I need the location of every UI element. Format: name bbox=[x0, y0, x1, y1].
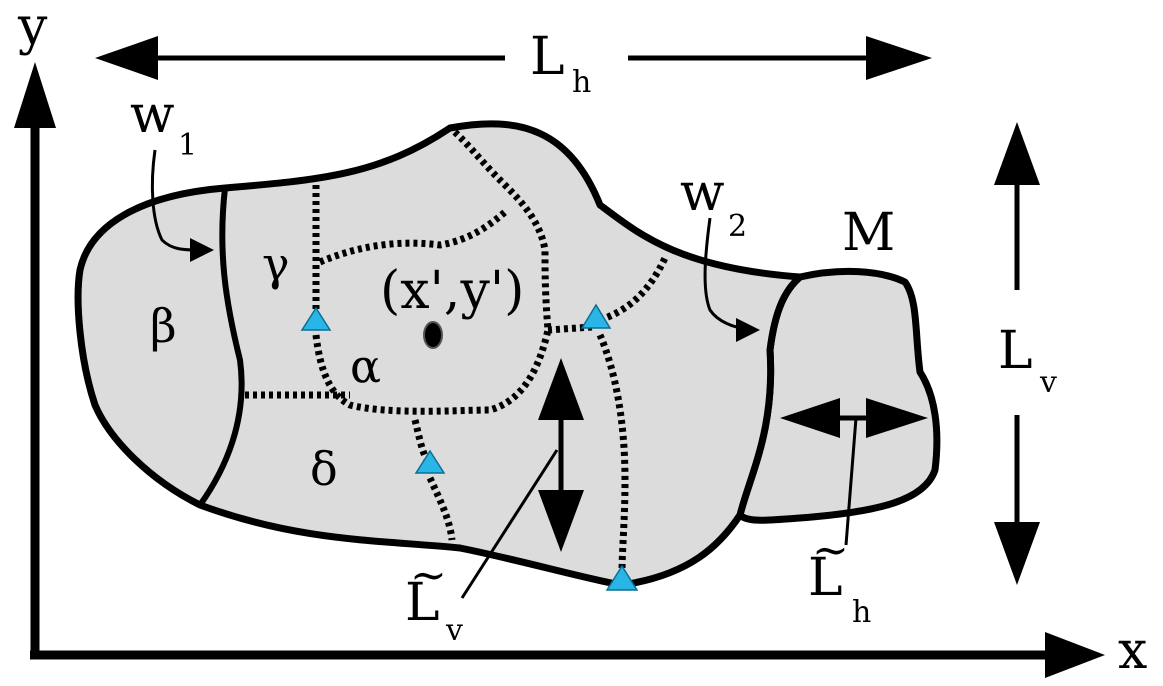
w2-pointer bbox=[703, 217, 746, 330]
lh-label-main: L bbox=[530, 27, 565, 87]
w1-label-sub: 1 bbox=[178, 128, 197, 163]
y-axis-label: y bbox=[17, 0, 48, 57]
region-label-m: M bbox=[842, 203, 895, 263]
lv-tilde-arrow bbox=[460, 358, 584, 599]
lv-dimension-arrow bbox=[994, 122, 1040, 585]
main-catchment bbox=[74, 120, 804, 589]
region-label-alpha: α bbox=[350, 339, 381, 393]
axes bbox=[14, 62, 1105, 678]
lh-tilde-label-main: L bbox=[808, 548, 843, 608]
lh-tilde-arrow bbox=[780, 398, 928, 546]
w2-label-sub: 2 bbox=[728, 209, 747, 244]
lh-tilde-accent: ~ bbox=[812, 525, 849, 576]
lh-dimension-arrow bbox=[95, 36, 932, 80]
x-axis-label: x bbox=[1118, 621, 1147, 681]
triangle-marker-icon bbox=[300, 306, 332, 331]
region-label-beta: β bbox=[150, 299, 177, 353]
w1-label-main: w bbox=[130, 85, 175, 145]
outlet-markers bbox=[300, 303, 639, 591]
point-label: (x',y') bbox=[380, 261, 524, 321]
w1-pointer bbox=[150, 149, 199, 252]
triangle-marker-icon bbox=[580, 303, 612, 329]
w2-pointer-arrow-icon bbox=[736, 318, 760, 342]
w1-pointer-arrow-icon bbox=[190, 238, 214, 262]
lh-tilde-label-sub: h bbox=[852, 595, 871, 630]
x-axis-arrow-icon bbox=[1045, 632, 1105, 678]
region-label-gamma: γ bbox=[262, 237, 290, 291]
triangle-marker-icon bbox=[605, 564, 639, 591]
w2-label-main: w bbox=[680, 163, 725, 223]
lv-tilde-accent: ~ bbox=[410, 550, 447, 601]
point-marker bbox=[423, 321, 443, 349]
region-label-delta: δ bbox=[310, 442, 338, 496]
triangle-marker-icon bbox=[414, 449, 446, 474]
lv-tilde-label-sub: v bbox=[445, 613, 463, 648]
lh-label-sub: h bbox=[572, 65, 591, 100]
divide-beta bbox=[197, 187, 245, 507]
y-axis-arrow-icon bbox=[14, 62, 56, 128]
lv-tilde-label-main: L bbox=[405, 573, 440, 633]
lv-label-sub: v bbox=[1039, 365, 1057, 400]
lv-label-main: L bbox=[998, 321, 1033, 381]
